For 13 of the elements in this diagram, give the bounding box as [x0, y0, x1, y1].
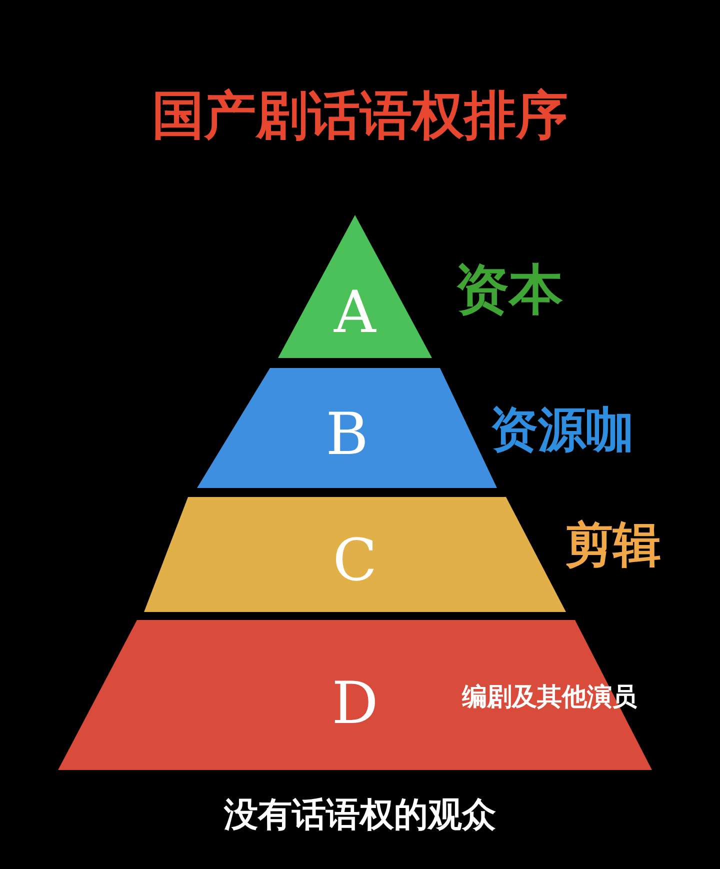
band-letter: B — [326, 405, 368, 463]
band-letter: C — [332, 531, 378, 590]
bottom-caption: 没有话语权的观众 — [222, 798, 497, 832]
pyramid-band — [144, 497, 566, 612]
band-letter: A — [334, 283, 376, 342]
tier-label: 剪辑 — [565, 521, 661, 569]
pyramid-band — [278, 215, 432, 358]
tier-label: 编剧及其他演员 — [462, 682, 637, 711]
title: 国产剧话语权排序 — [151, 88, 569, 146]
band-letter: D — [332, 674, 378, 732]
tier-label: 资源咖 — [490, 406, 634, 454]
pyramid-band — [58, 620, 652, 770]
tier-label: 资本 — [455, 263, 563, 317]
